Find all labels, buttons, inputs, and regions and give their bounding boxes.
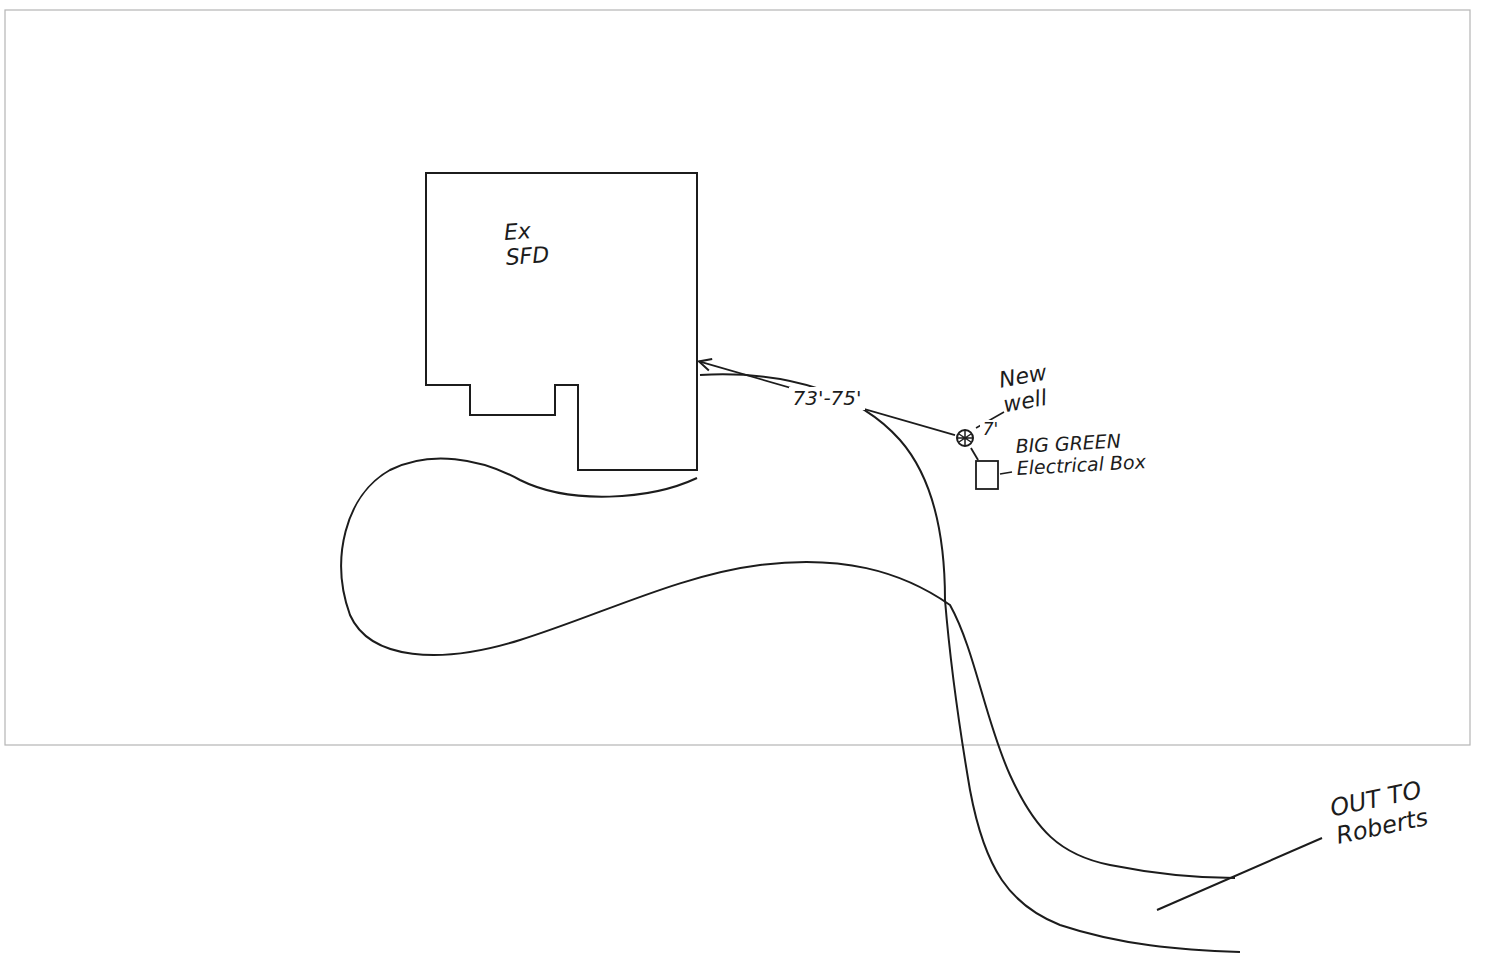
- box-outline: [976, 461, 998, 489]
- destination-note: OUT TO Roberts: [1328, 762, 1501, 850]
- house-outline: Ex SFD: [425, 172, 699, 472]
- edge-label-holder: 7': [980, 420, 1002, 440]
- leader-line: [1157, 838, 1322, 910]
- driveway-loop: [341, 459, 1235, 878]
- node-outline: [425, 172, 699, 472]
- node-label: Ex SFD: [503, 216, 562, 270]
- driveway-edge: [700, 374, 1240, 952]
- connector-line: [971, 448, 978, 460]
- edge-label-holder: 73'-75': [789, 387, 864, 410]
- connector: [971, 448, 978, 460]
- dimension-label: 73'-75': [789, 387, 864, 410]
- arrow-head: [699, 359, 712, 371]
- well-symbol: New well: [955, 428, 975, 448]
- node-label: New well: [997, 353, 1089, 417]
- electrical-box: BIG GREEN Electrical Box: [975, 460, 999, 490]
- dimension-label: 7': [980, 420, 1002, 440]
- node-label: BIG GREEN Electrical Box: [1015, 426, 1207, 480]
- well-circle: [957, 430, 973, 446]
- label-holder: OUT TO Roberts: [1328, 796, 1493, 851]
- connector: [699, 359, 955, 435]
- sheet-border: [5, 10, 1470, 745]
- node-outline: [955, 428, 975, 448]
- well-hatch: [958, 431, 972, 445]
- connector-line: [699, 361, 955, 435]
- house-outline: [426, 173, 697, 470]
- node-outline: [975, 460, 999, 490]
- leader-line: [1000, 472, 1012, 474]
